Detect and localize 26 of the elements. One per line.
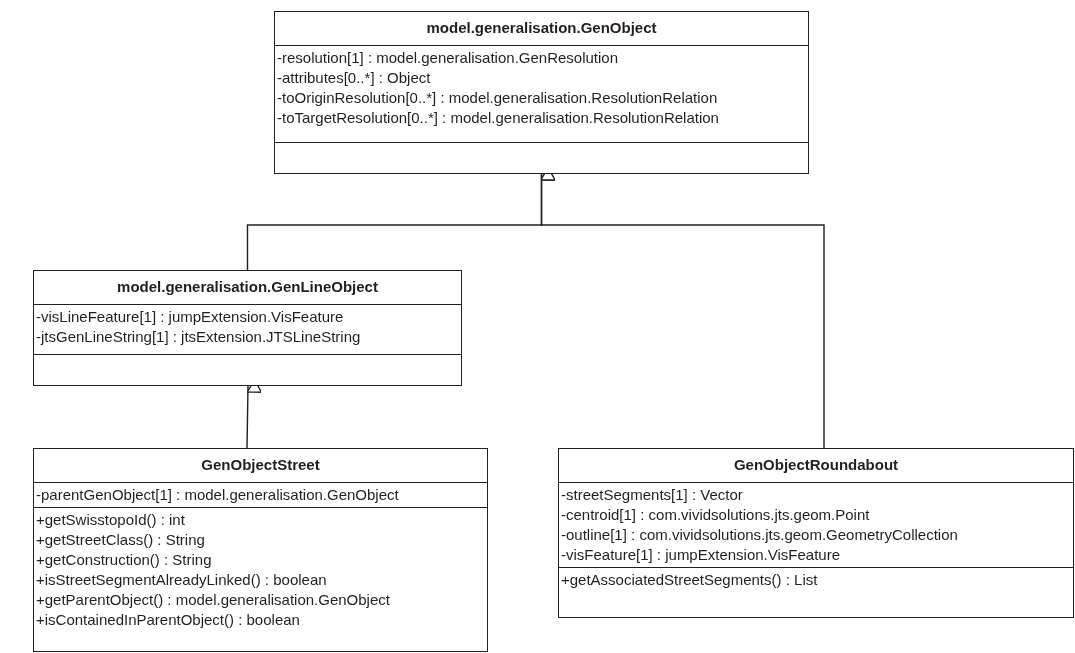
member-text: +getConstruction() : String [35, 550, 213, 570]
class-name: GenObjectStreet [201, 455, 320, 476]
class-box [33, 448, 488, 652]
member-text: -centroid[1] : com.vividsolutions.jts.geom.Point [560, 505, 871, 525]
member-text: -visLineFeature[1] : jumpExtension.VisFeature [35, 307, 345, 327]
class-name: model.generalisation.GenObject [426, 18, 657, 39]
member-text: +isStreetSegmentAlreadyLinked() : boolean [35, 570, 328, 590]
member-text: -attributes[0..*] : Object [276, 68, 432, 88]
class-name: model.generalisation.GenLineObject [117, 277, 378, 298]
member-text: -streetSegments[1] : Vector [560, 485, 744, 505]
member-text: +getStreetClass() : String [35, 530, 206, 550]
member-text: -resolution[1] : model.generalisation.GenResolution [276, 48, 620, 68]
member-text: -outline[1] : com.vividsolutions.jts.geom.GeometryCollection [560, 525, 959, 545]
member-text: -toOriginResolution[0..*] : model.generalisation.ResolutionRelation [276, 88, 719, 108]
class-box [274, 11, 809, 174]
member-text: +isContainedInParentObject() : boolean [35, 610, 301, 630]
class-box [33, 270, 462, 386]
member-text: +getParentObject() : model.generalisation.GenObject [35, 590, 391, 610]
member-text: -parentGenObject[1] : model.generalisation.GenObject [35, 485, 400, 505]
member-text: -visFeature[1] : jumpExtension.VisFeature [560, 545, 842, 565]
member-text: -toTargetResolution[0..*] : model.generalisation.ResolutionRelation [276, 108, 720, 128]
member-text: -jtsGenLineString[1] : jtsExtension.JTSLineString [35, 327, 362, 347]
class-name: GenObjectRoundabout [733, 455, 899, 476]
member-text: +getSwisstopoId() : int [35, 510, 186, 530]
class-box [558, 448, 1074, 618]
member-text: +getAssociatedStreetSegments() : List [560, 570, 819, 590]
